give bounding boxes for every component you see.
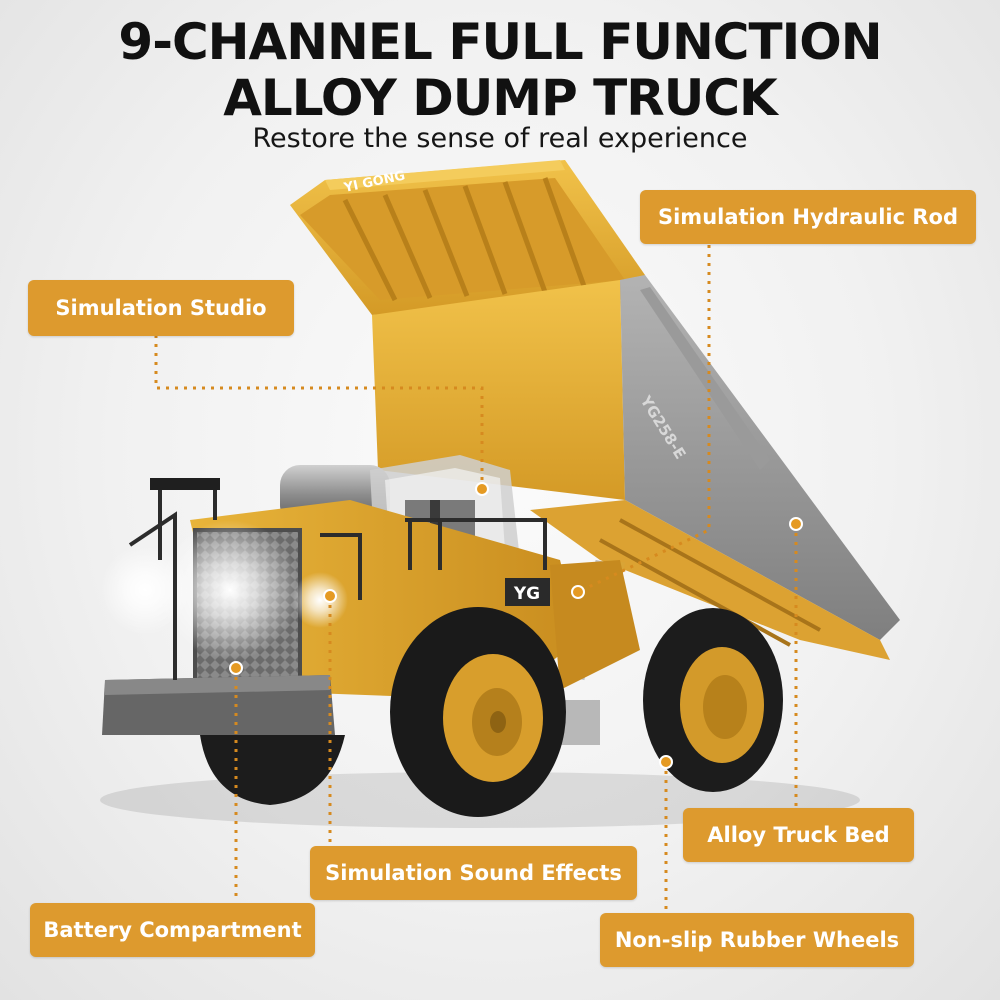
label-battery-compartment: Battery Compartment — [30, 903, 315, 957]
subtitle: Restore the sense of real experience — [252, 123, 748, 154]
label-alloy-truck-bed: Alloy Truck Bed — [683, 808, 914, 862]
headline-line-1: 9-CHANNEL FULL FUNCTION — [118, 13, 882, 71]
label-sound-effects: Simulation Sound Effects — [310, 846, 637, 900]
label-hydraulic-rod: Simulation Hydraulic Rod — [640, 190, 976, 244]
label-simulation-studio: Simulation Studio — [28, 280, 294, 336]
front-wheel — [390, 607, 566, 817]
headline-line-2: ALLOY DUMP TRUCK — [223, 69, 778, 127]
cab-badge: YG — [513, 584, 540, 604]
label-rubber-wheels: Non-slip Rubber Wheels — [600, 913, 914, 967]
rear-wheel — [643, 608, 783, 792]
